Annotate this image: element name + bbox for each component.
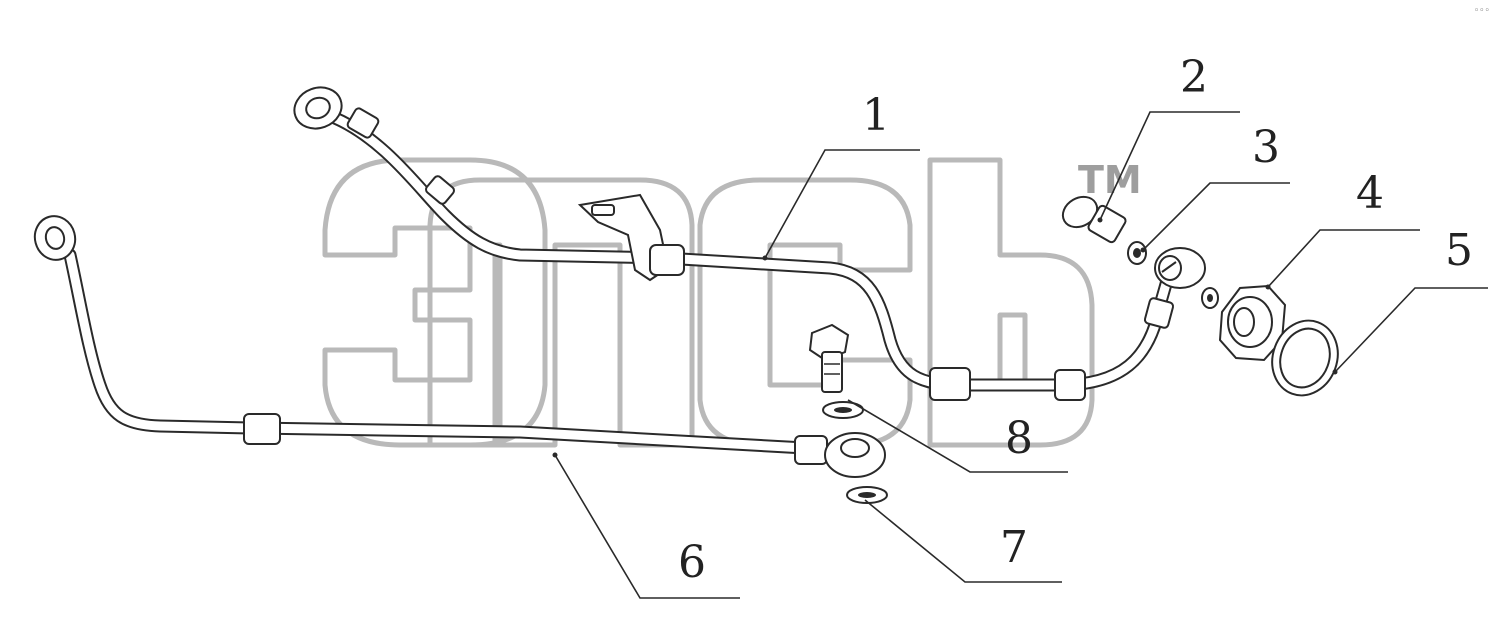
- plug-part-4: [1218, 284, 1287, 362]
- lower-oil-pipe: [33, 215, 886, 478]
- watermark-letter-1: [322, 157, 548, 448]
- callout-6: 6: [678, 537, 706, 588]
- watermark-trademark: ТМ: [1078, 158, 1142, 202]
- leader-4: [1267, 229, 1420, 288]
- leader-7: [864, 499, 1062, 583]
- leader-2: [1099, 111, 1240, 221]
- upper-pipe-banjo-eye: [293, 86, 343, 130]
- o-ring-part-5: [1271, 319, 1339, 397]
- fitting-bolt-part-2: [1061, 195, 1127, 244]
- leader-8: [847, 399, 1068, 473]
- banjo-bolt: [808, 323, 850, 393]
- callout-4: 4: [1356, 168, 1384, 219]
- pipe-bracket: [577, 193, 685, 282]
- callout-2: 2: [1180, 52, 1208, 103]
- leader-1: [764, 149, 920, 259]
- callout-1: 1: [862, 90, 890, 141]
- corner-mark: ◦◦◦: [1474, 6, 1490, 16]
- leader-6: [554, 454, 740, 599]
- small-washer-right: [1201, 287, 1219, 309]
- callout-7: 7: [1000, 522, 1028, 573]
- lower-pipe-banjo-eye: [33, 215, 77, 261]
- leader-5: [1334, 287, 1488, 373]
- leader-3: [1142, 182, 1290, 251]
- upper-sealing-washer: [822, 401, 864, 419]
- callout-3: 3: [1252, 122, 1280, 173]
- banjo-fitting: [824, 432, 886, 478]
- upper-oil-pipe: [293, 86, 1177, 401]
- small-washer-part-3: [1127, 241, 1147, 265]
- banjo-head-part-3: [1154, 247, 1206, 289]
- callout-8: 8: [1005, 413, 1033, 464]
- callout-5: 5: [1445, 225, 1473, 276]
- callout-numbers: 1 2 3 4 5 6 7 8: [678, 52, 1473, 588]
- lower-sealing-washer: [846, 486, 888, 504]
- leader-lines: [552, 111, 1488, 599]
